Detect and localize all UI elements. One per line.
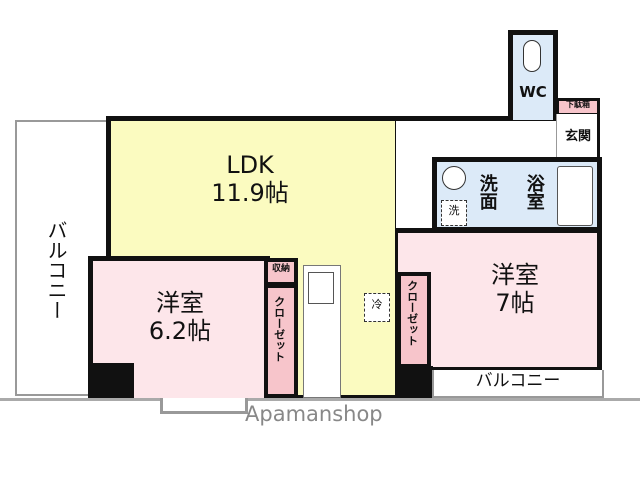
ldk-label: LDK 11.9帖 (190, 151, 310, 207)
western-room-1-name: 洋室 (156, 289, 204, 317)
balcony-right (432, 370, 604, 398)
washer-label: 洗 (448, 204, 460, 217)
closet-1-label: クローゼット (272, 296, 286, 362)
fridge-label: 冷 (371, 298, 383, 311)
bathroom-label: 浴室 (523, 174, 545, 210)
western-room-1-size: 6.2帖 (148, 316, 212, 345)
bathtub-icon (557, 166, 593, 226)
western-room-2-size: 7帖 (495, 288, 535, 317)
entrance (556, 114, 600, 160)
wall-column (395, 366, 433, 398)
washroom-label: 洗面 (476, 174, 498, 210)
western-room-1-label: 洋室 6.2帖 (130, 289, 230, 345)
ldk-size: 11.9帖 (211, 178, 289, 207)
fridge-space (364, 293, 390, 322)
sink-basin (308, 272, 334, 304)
western-room-2 (395, 228, 602, 372)
western-room-2-name: 洋室 (491, 261, 539, 289)
washer-space (441, 200, 467, 226)
toilet-icon (523, 40, 541, 72)
bay-window (160, 398, 248, 414)
ldk-name: LDK (226, 151, 274, 179)
closet-2 (397, 272, 431, 368)
balcony-right-label: バルコニー (475, 371, 561, 391)
closet-1 (264, 284, 298, 398)
closet-2-label: クローゼット (405, 280, 419, 346)
balcony-left-label: バルコニー (44, 220, 68, 320)
storage (264, 258, 298, 286)
sink-icon (442, 166, 466, 190)
exterior-line (0, 398, 640, 401)
entrance-label: 玄関 (564, 129, 591, 144)
western-room-2-label: 洋室 7帖 (470, 261, 560, 317)
shoe-box (556, 98, 600, 114)
western-room-1 (88, 256, 270, 400)
wall-column (88, 363, 134, 398)
shoe-box-label: 下駄箱 (566, 100, 590, 109)
watermark: Apamanshop (245, 402, 383, 426)
kitchen-counter (303, 265, 341, 398)
wc-label: WC (519, 83, 547, 101)
storage-label: 収納 (271, 264, 290, 274)
